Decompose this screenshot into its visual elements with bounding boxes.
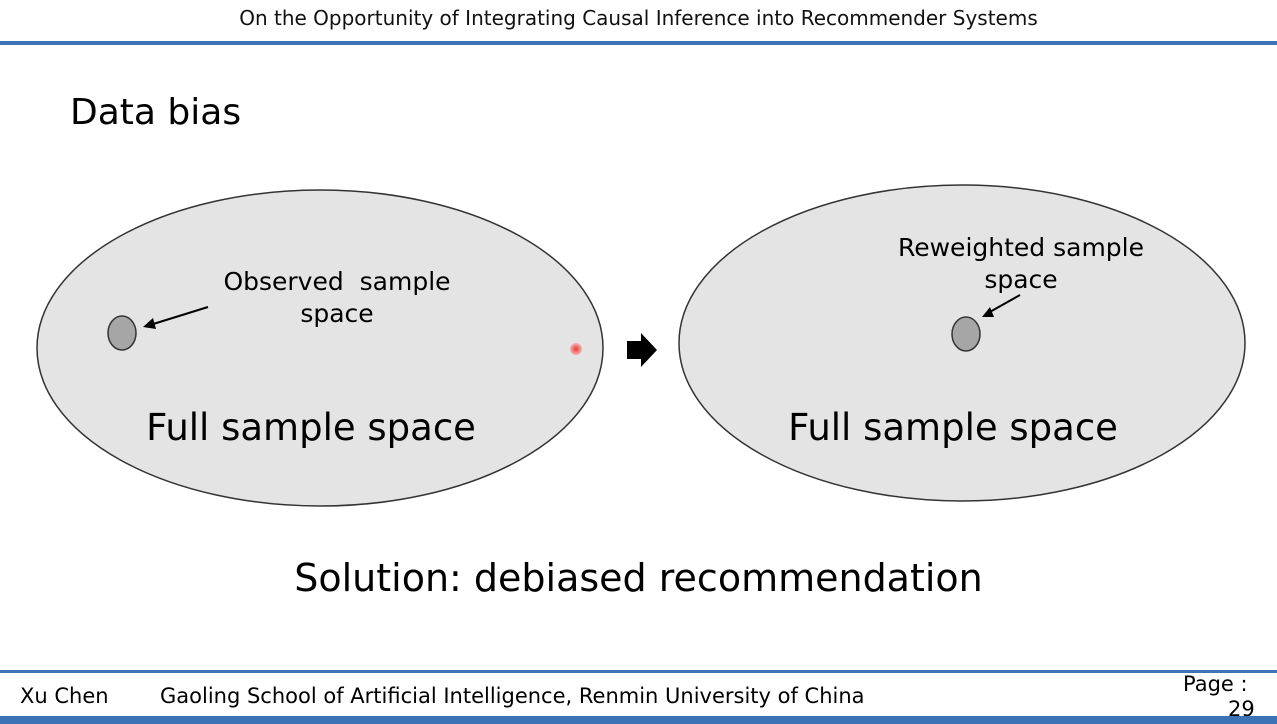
observed-pointer-arrow: [149, 306, 209, 326]
presentation-title: On the Opportunity of Integrating Causal…: [239, 6, 1038, 30]
footer-divider: [0, 670, 1277, 673]
slide-header: On the Opportunity of Integrating Causal…: [0, 0, 1277, 45]
reweighted-sample-space-ellipse: [951, 316, 981, 352]
observed-sample-space-ellipse: [107, 315, 137, 351]
reweighted-label-line2: space: [984, 265, 1057, 294]
slide-title: Data bias: [70, 92, 242, 133]
pointer-cursor-icon: [570, 343, 582, 355]
observed-pointer-arrowhead: [143, 318, 156, 329]
right-arrow-icon: [627, 333, 657, 367]
right-full-sample-space-label: Full sample space: [788, 406, 1118, 449]
reweighted-pointer-arrowhead: [982, 307, 994, 317]
reweighted-label-line1: Reweighted sample: [898, 233, 1144, 262]
observed-label-line2: space: [300, 299, 373, 328]
header-divider: [0, 41, 1277, 45]
footer-page-label: Page :: [1183, 672, 1248, 696]
footer-author: Xu Chen: [20, 684, 109, 708]
reweighted-pointer-arrow: [987, 294, 1021, 314]
solution-statement: Solution: debiased recommendation: [294, 556, 983, 600]
left-full-sample-space-label: Full sample space: [146, 406, 476, 449]
left-full-sample-space-ellipse: [36, 189, 604, 507]
footer-bottom-bar: [0, 716, 1277, 724]
footer-affiliation: Gaoling School of Artificial Intelligenc…: [160, 684, 865, 708]
observed-label-line1: Observed sample: [223, 267, 450, 296]
